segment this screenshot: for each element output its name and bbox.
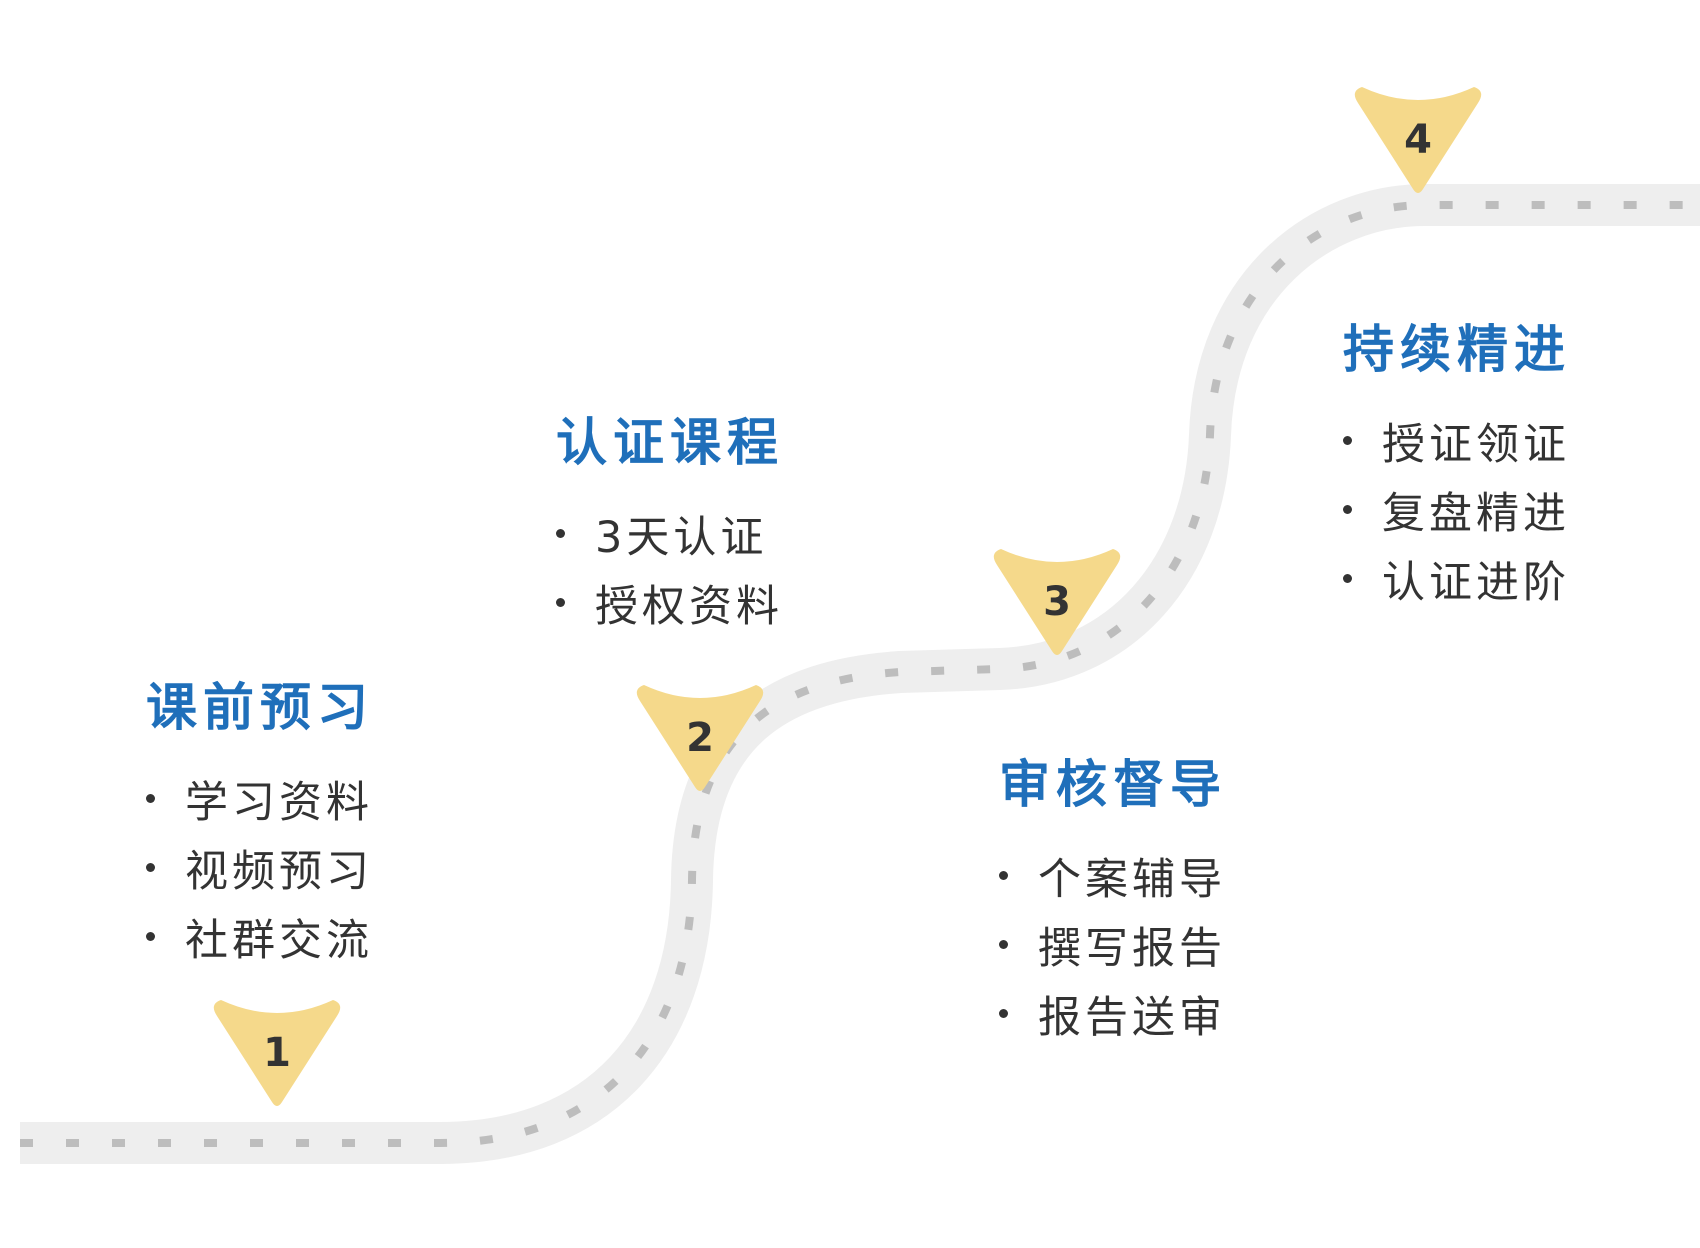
bullet-dot	[1343, 505, 1352, 514]
stage-2: 认证课程 3天认证 授权资料	[556, 418, 784, 637]
stage-2-title: 认证课程	[556, 414, 785, 473]
list-item-label: 社群交流	[185, 915, 373, 966]
list-item-label: 授权资料	[595, 581, 783, 632]
list-item-label: 视频预习	[185, 846, 373, 897]
stage-1-marker: 1	[213, 1000, 341, 1106]
bullet-dot	[146, 863, 155, 872]
bullet-dot	[1343, 436, 1352, 445]
list-item-label: 认证进阶	[1382, 557, 1570, 608]
stage-3-title: 审核督导	[999, 756, 1228, 815]
stage-1-title: 课前预习	[146, 679, 375, 738]
list-item-label: 授证领证	[1382, 419, 1570, 470]
stage-1: 课前预习 学习资料 视频预习 社群交流	[146, 683, 374, 971]
list-item-label: 撰写报告	[1038, 923, 1226, 974]
bullet-dot	[556, 598, 565, 607]
road-path	[20, 184, 1700, 1164]
list-item: 个案辅导	[999, 841, 1227, 910]
list-item: 复盘精进	[1343, 475, 1571, 544]
bullet-dot	[999, 940, 1008, 949]
stage-2-marker: 2	[636, 685, 764, 791]
list-item: 撰写报告	[999, 910, 1227, 979]
list-item: 视频预习	[146, 833, 374, 902]
stage-4-marker: 4	[1354, 87, 1482, 193]
stage-1-items: 学习资料 视频预习 社群交流	[146, 764, 374, 971]
marker-triangle	[1354, 87, 1482, 193]
list-item: 社群交流	[146, 902, 374, 971]
list-item: 学习资料	[146, 764, 374, 833]
bullet-dot	[146, 932, 155, 941]
stage-3: 审核督导 个案辅导 撰写报告 报告送审	[999, 760, 1227, 1048]
list-item-label: 报告送审	[1038, 992, 1226, 1043]
marker-number: 4	[1404, 117, 1432, 163]
stage-2-items: 3天认证 授权资料	[556, 499, 784, 637]
bullet-dot	[1343, 574, 1352, 583]
stage-4-items: 授证领证 复盘精进 认证进阶	[1343, 406, 1571, 613]
stage-3-items: 个案辅导 撰写报告 报告送审	[999, 841, 1227, 1048]
marker-triangle	[213, 1000, 341, 1106]
list-item: 3天认证	[556, 499, 784, 568]
stage-4: 持续精进 授证领证 复盘精进 认证进阶	[1343, 325, 1571, 613]
marker-number: 3	[1043, 579, 1071, 625]
list-item: 认证进阶	[1343, 544, 1571, 613]
list-item-label: 个案辅导	[1038, 854, 1226, 905]
marker-triangle	[636, 685, 764, 791]
bullet-dot	[999, 871, 1008, 880]
bullet-dot	[999, 1009, 1008, 1018]
bullet-dot	[556, 529, 565, 538]
list-item: 授权资料	[556, 568, 784, 637]
marker-number: 2	[686, 715, 714, 761]
list-item-label: 复盘精进	[1382, 488, 1570, 539]
list-item: 报告送审	[999, 979, 1227, 1048]
marker-triangle	[993, 549, 1121, 655]
list-item-label: 学习资料	[185, 777, 373, 828]
stage-3-marker: 3	[993, 549, 1121, 655]
list-item-label: 3天认证	[595, 512, 768, 563]
bullet-dot	[146, 794, 155, 803]
list-item: 授证领证	[1343, 406, 1571, 475]
stage-4-title: 持续精进	[1343, 321, 1572, 380]
marker-number: 1	[263, 1030, 291, 1076]
